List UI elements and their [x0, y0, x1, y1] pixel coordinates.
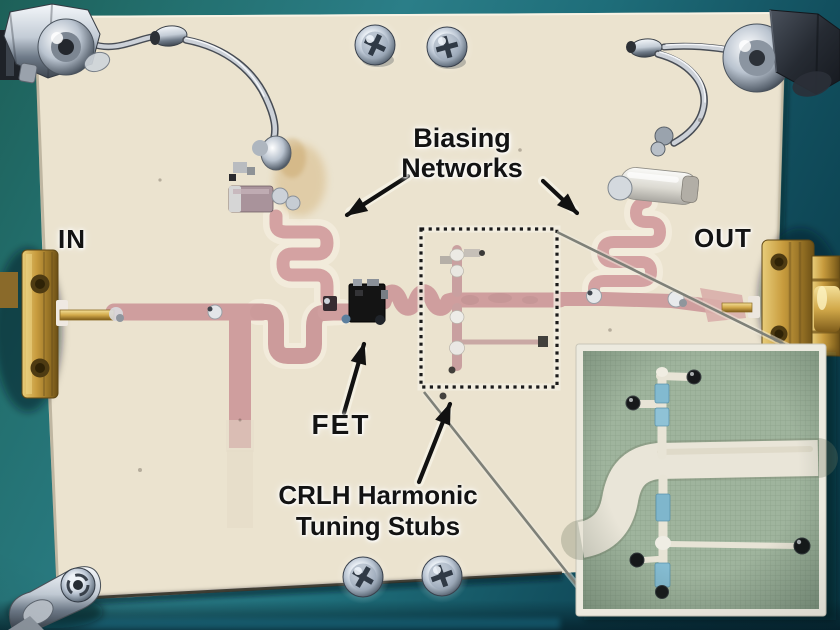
label-biasing-line1: Biasing	[413, 123, 511, 153]
corner-clip	[7, 566, 103, 630]
label-crlh-stubs: CRLH Harmonic Tuning Stubs	[250, 480, 506, 542]
chip-capacitor-left	[228, 185, 274, 213]
bias-network-right	[607, 126, 700, 205]
main-line-right	[553, 292, 725, 314]
inset-leader-lines	[421, 229, 802, 606]
arrow-biasing-left	[344, 173, 411, 218]
arrow-biasing-right	[540, 178, 580, 216]
leader-line-bottom	[422, 391, 594, 605]
bias-connector-top-left	[0, 3, 111, 84]
fet-transistor	[341, 279, 388, 325]
screw-bottom-left	[336, 550, 390, 604]
label-crlh-line2: Tuning Stubs	[295, 511, 461, 541]
mounting-screws	[336, 18, 474, 604]
bias-network-left	[228, 138, 326, 216]
bench-highlight-bar	[40, 618, 560, 629]
arrow-fet	[341, 341, 367, 416]
main-line-dip	[250, 304, 350, 364]
microstrip-traces	[105, 196, 746, 528]
bias-wire-left	[88, 25, 292, 171]
magnified-inset	[561, 343, 838, 620]
annotation-arrows	[339, 171, 580, 487]
feedthrough-capacitor-right	[619, 167, 700, 205]
screw-bottom-right	[415, 549, 469, 603]
label-output-port: OUT	[694, 223, 752, 253]
post-fet-meander	[376, 284, 568, 316]
sma-connector-in	[0, 248, 124, 412]
screw-top-left	[348, 18, 402, 72]
board-specks	[138, 118, 702, 472]
arrow-crlh	[416, 401, 453, 485]
sma-connector-out	[721, 228, 840, 372]
label-biasing-line2: Networks	[401, 153, 523, 183]
bias-connector-top-right	[722, 9, 840, 97]
label-input-port: IN	[58, 224, 86, 254]
screw-top-right	[420, 20, 474, 74]
leader-line-top	[556, 230, 801, 354]
bias-meander-right	[588, 196, 666, 300]
label-fet: FET	[311, 409, 371, 440]
bias-meander-left	[269, 209, 334, 307]
label-biasing-networks: Biasing Networks	[358, 123, 566, 183]
dashed-inspection-box	[417, 225, 561, 391]
solder-joints	[207, 248, 687, 400]
label-crlh-line1: CRLH Harmonic	[278, 480, 478, 510]
